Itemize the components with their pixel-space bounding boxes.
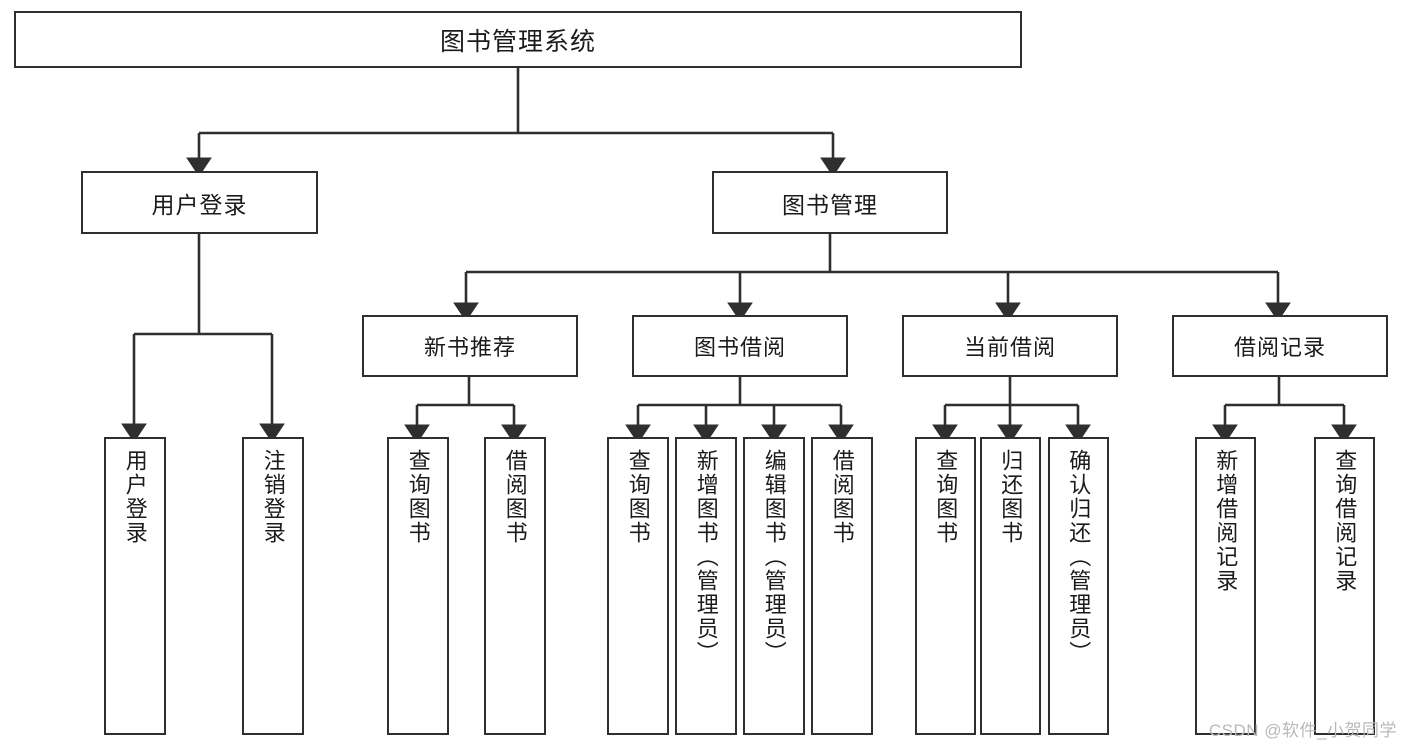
- node-label: 当前借阅: [963, 335, 1056, 360]
- node-borrow-record[interactable]: 借阅记录: [1172, 315, 1388, 377]
- leaf-book-borrow-query-book[interactable]: 查询图书: [607, 437, 669, 735]
- node-label: 图书借阅: [693, 335, 786, 360]
- node-label: 借阅图书: [829, 449, 855, 545]
- csdn-watermark: CSDN @软件_小贺同学: [1208, 721, 1397, 740]
- node-label: 归还图书: [998, 449, 1024, 545]
- leaf-user-login-logout[interactable]: 注销登录: [242, 437, 304, 735]
- node-label: 编辑图书（管理员）: [761, 449, 787, 665]
- leaf-current-borrow-query-book[interactable]: 查询图书: [915, 437, 976, 735]
- node-label: 查询图书: [625, 449, 651, 545]
- node-label: 新书推荐: [423, 335, 516, 360]
- node-label: 用户登录: [122, 449, 148, 545]
- node-label: 查询借阅记录: [1332, 449, 1358, 593]
- leaf-book-borrow-borrow-book[interactable]: 借阅图书: [811, 437, 873, 735]
- leaf-borrow-record-add-record[interactable]: 新增借阅记录: [1195, 437, 1256, 735]
- node-book-borrow[interactable]: 图书借阅: [632, 315, 848, 377]
- node-label: 查询图书: [405, 449, 431, 545]
- leaf-current-borrow-confirm-return-admin[interactable]: 确认归还（管理员）: [1048, 437, 1109, 735]
- node-label: 新增图书（管理员）: [693, 449, 719, 665]
- leaf-current-borrow-return-book[interactable]: 归还图书: [980, 437, 1041, 735]
- leaf-new-book-borrow-book[interactable]: 借阅图书: [484, 437, 546, 735]
- node-user-login[interactable]: 用户登录: [81, 171, 318, 234]
- node-label: 注销登录: [260, 449, 286, 545]
- node-book-management[interactable]: 图书管理: [712, 171, 948, 234]
- node-label: 借阅图书: [502, 449, 528, 545]
- leaf-book-borrow-edit-book-admin[interactable]: 编辑图书（管理员）: [743, 437, 805, 735]
- leaf-user-login-login[interactable]: 用户登录: [104, 437, 166, 735]
- node-label: 图书管理: [782, 191, 878, 218]
- node-label: 图书管理系统: [439, 27, 596, 56]
- node-new-book-recommendation[interactable]: 新书推荐: [362, 315, 578, 377]
- leaf-borrow-record-query-record[interactable]: 查询借阅记录: [1314, 437, 1375, 735]
- leaf-book-borrow-add-book-admin[interactable]: 新增图书（管理员）: [675, 437, 737, 735]
- node-label: 查询图书: [933, 449, 959, 545]
- node-current-borrow[interactable]: 当前借阅: [902, 315, 1118, 377]
- leaf-new-book-query-book[interactable]: 查询图书: [387, 437, 449, 735]
- node-label: 借阅记录: [1233, 335, 1326, 360]
- node-label: 用户登录: [151, 191, 248, 218]
- node-label: 新增借阅记录: [1213, 449, 1239, 593]
- node-label: 确认归还（管理员）: [1066, 449, 1092, 665]
- node-root-book-management-system[interactable]: 图书管理系统: [14, 11, 1022, 68]
